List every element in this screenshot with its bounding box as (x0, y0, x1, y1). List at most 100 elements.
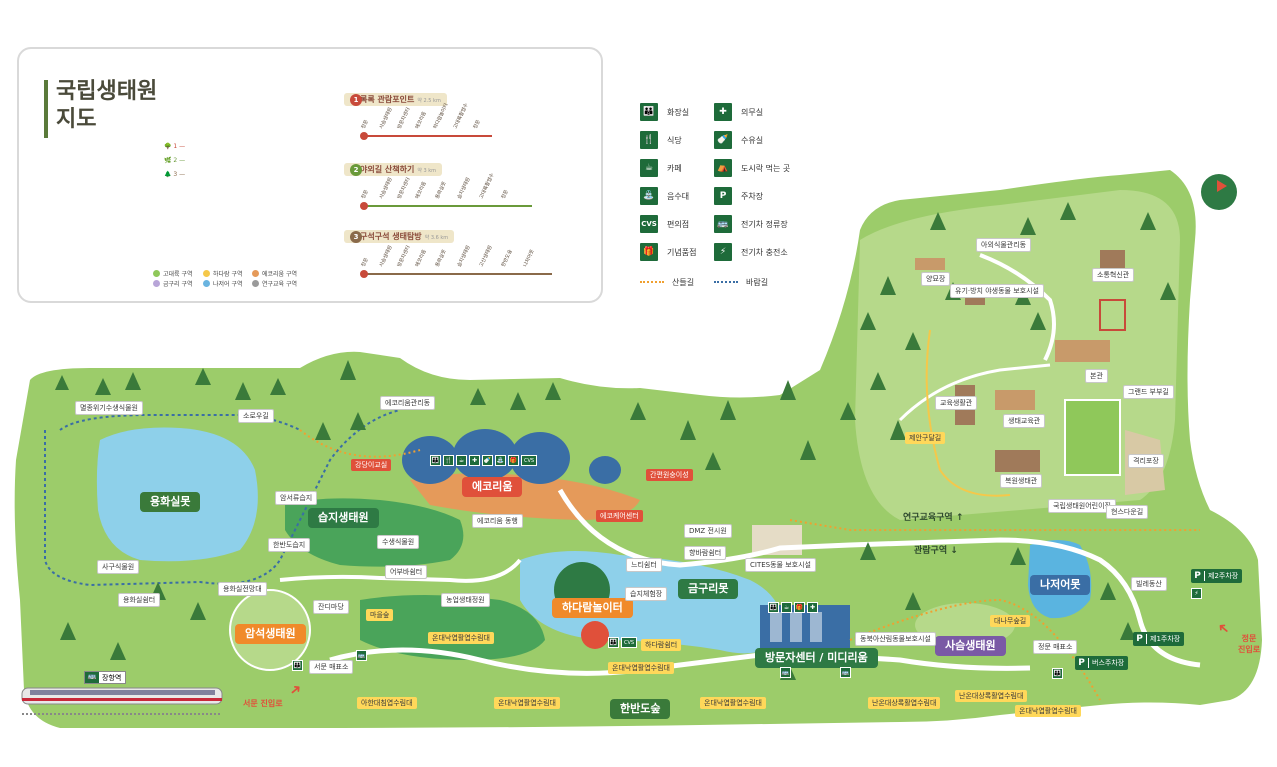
course-2-route-line (360, 202, 532, 210)
area-kids-playground[interactable]: 하다람놀이터 (552, 598, 633, 618)
first-aid-icon: ✚ (807, 602, 818, 613)
label-education-hall[interactable]: 교육생활관 (935, 396, 978, 410)
dotted-orange-line-icon (640, 281, 664, 283)
legend-water-fountain: ⛲음수대 (640, 187, 689, 205)
legend-nursing-room: 🍼수유실 (714, 131, 763, 149)
label-kids-shelter[interactable]: 하다람쉼터 (641, 639, 682, 651)
label-ecocare-center[interactable]: 에코케어센터 (596, 510, 643, 522)
cvs-icon: CVS (521, 455, 537, 466)
area-korean-forest[interactable]: 한반도숲 (610, 699, 671, 719)
label-lawn-yard[interactable]: 잔디마당 (313, 600, 349, 614)
area-ecorium[interactable]: 에코리움 (462, 477, 523, 497)
label-temperate-forest-1[interactable]: 온대낙엽활엽수림대 (428, 632, 494, 644)
baby-bottle-icon: 🍼 (714, 131, 732, 149)
label-zelkova-shelter[interactable]: 느티쉼터 (626, 558, 662, 572)
label-thoreau-path[interactable]: 소로우길 (238, 409, 274, 423)
ev-stop-marker[interactable]: 🚌 (840, 667, 851, 678)
first-aid-icon: ✚ (714, 103, 732, 121)
west-entrance-label[interactable]: 서문 진입로 (243, 699, 283, 708)
mini-route-1: 🌳 1 — (164, 143, 186, 150)
label-temperate-forest-5[interactable]: 온대낙엽활엽수림대 (700, 697, 766, 709)
label-piggyback-shelter[interactable]: 어부바쉼터 (385, 565, 428, 579)
label-temperate-forest-2[interactable]: 온대낙엽활엽수림대 (608, 662, 674, 674)
label-ecorium-mgmt[interactable]: 에코리움관리동 (380, 396, 436, 410)
main-gate-facilities: 👪 (1052, 668, 1063, 679)
label-main-ticket-office[interactable]: 정문 매표소 (1033, 640, 1078, 654)
lightning-icon: ⚡ (714, 243, 732, 261)
label-ne-asia-animals[interactable]: 동북아산림동물보호시설 (855, 632, 936, 646)
first-aid-icon: ✚ (469, 455, 480, 466)
label-goodall-path[interactable]: 제안구달길 (905, 432, 946, 444)
label-monkey-castle[interactable]: 간편원숭이성 (646, 469, 693, 481)
label-cell-path[interactable]: 현스다운길 (1106, 505, 1149, 519)
title-line-2: 지도 (56, 107, 97, 132)
area-rock-garden[interactable]: 암석생태원 (235, 624, 306, 644)
restroom-icon: 👪 (768, 602, 779, 613)
legend-picnic: ⛺도시락 먹는 곳 (714, 159, 790, 177)
label-warm-forest-2[interactable]: 난온대상록활엽수림대 (955, 690, 1028, 702)
label-outdoor-plant-mgmt[interactable]: 아외식물관리동 (976, 238, 1032, 252)
parking-icon: P (1133, 634, 1147, 644)
label-peninsula-wetland[interactable]: 한반도습지 (268, 538, 311, 552)
label-west-ticket-office[interactable]: 서문 매표소 (309, 660, 354, 674)
label-subarctic-forest[interactable]: 아한대침엽수림대 (357, 697, 417, 709)
ev-stop-marker[interactable]: 🚌 (780, 667, 791, 678)
bus-icon: 🚌 (780, 667, 791, 678)
area-visitor-center[interactable]: 방문자센터 / 미디리움 (755, 648, 878, 668)
station-label[interactable]: 🚌장항역 (84, 671, 127, 684)
label-ecorium-path[interactable]: 에코리움 동행 (472, 514, 523, 528)
legend-first-aid: ✚의무실 (714, 103, 763, 121)
label-ecology-education[interactable]: 생태교육관 (1003, 414, 1046, 428)
label-temperate-forest-4[interactable]: 온대낙엽활엽수림대 (494, 697, 560, 709)
course-3-stops: 정문 사슴생태원 방문자센터 에코리움 용화실못 습지생태원 고산생태원 한반도… (360, 244, 536, 268)
label-restoration-hall[interactable]: 복원생태관 (1000, 474, 1043, 488)
label-wetland-experience[interactable]: 습지체험장 (625, 587, 668, 601)
zone-legend-item: 하다람 구역 (203, 269, 243, 278)
label-grand-path[interactable]: 그랜드 부부길 (1123, 385, 1174, 399)
label-innovation-hall[interactable]: 소통혁신관 (1092, 268, 1135, 282)
area-deer-garden[interactable]: 사슴생태원 (935, 636, 1006, 656)
ev-charger-marker[interactable]: ⚡ (1191, 588, 1202, 599)
label-warm-forest-1[interactable]: 난온대상록활엽수림대 (868, 697, 941, 709)
label-farm-garden[interactable]: 농업생태정원 (441, 593, 490, 607)
area-geumguri-pond[interactable]: 금구리못 (678, 579, 739, 599)
label-dune-plants[interactable]: 사구식물원 (97, 560, 140, 574)
west-gate-facilities: 👪 (292, 660, 303, 671)
label-amphibian-wetland[interactable]: 암서류습지 (275, 491, 318, 505)
label-wind-shelter[interactable]: 향바람쉼터 (684, 546, 727, 560)
course-2-stops: 정문 사슴생태원 방문자센터 에코리움 용화실못 습지생태원 고대륙활엽수 정문 (360, 172, 510, 200)
parking-icon: P (1075, 658, 1089, 668)
main-entrance-label[interactable]: 정문 진입로 (1238, 634, 1261, 654)
label-isolation-field[interactable]: 격리포장 (1128, 454, 1164, 468)
area-wetland-garden[interactable]: 습지생태원 (308, 508, 379, 528)
course-1-route-line (360, 132, 492, 140)
label-wildlife-shelter[interactable]: 유기·방치 야생동물 보호시설 (950, 284, 1044, 298)
label-dmz-garden[interactable]: DMZ 전시원 (684, 524, 732, 538)
label-temperate-forest-3[interactable]: 온대낙엽활엽수림대 (1015, 705, 1081, 717)
label-cites-facility[interactable]: CITES동물 보호시설 (745, 558, 816, 572)
legend-wind-path: 바람길 (714, 273, 768, 291)
cvs-icon: CVS (621, 637, 637, 648)
label-aquatic-garden[interactable]: 수생식물원 (377, 535, 420, 549)
area-najeo-pond[interactable]: 나저어못 (1030, 575, 1091, 595)
label-main-building[interactable]: 본관 (1085, 369, 1108, 383)
cafe-icon: ☕ (781, 602, 792, 613)
area-yonghwa-pond[interactable]: 용화실못 (140, 492, 201, 512)
label-bille-hill[interactable]: 빌레동산 (1131, 577, 1167, 591)
label-yonghwa-viewpoint[interactable]: 용화실전망대 (218, 582, 267, 596)
label-yonghwa-shelter[interactable]: 용화실쉼터 (118, 593, 161, 607)
label-nursery[interactable]: 양묘장 (921, 272, 951, 286)
ev-stop-marker[interactable]: 🚌 (356, 650, 367, 661)
research-zone-label: 연구교육구역 ↑ (903, 513, 964, 523)
label-bamboo-path[interactable]: 대나무숲길 (990, 615, 1031, 627)
label-village-forest[interactable]: 마을숲 (366, 609, 394, 621)
label-endangered-plants[interactable]: 멸종위기수생식물원 (75, 401, 143, 415)
label-lecture-room[interactable]: 강당이교실 (351, 459, 392, 471)
